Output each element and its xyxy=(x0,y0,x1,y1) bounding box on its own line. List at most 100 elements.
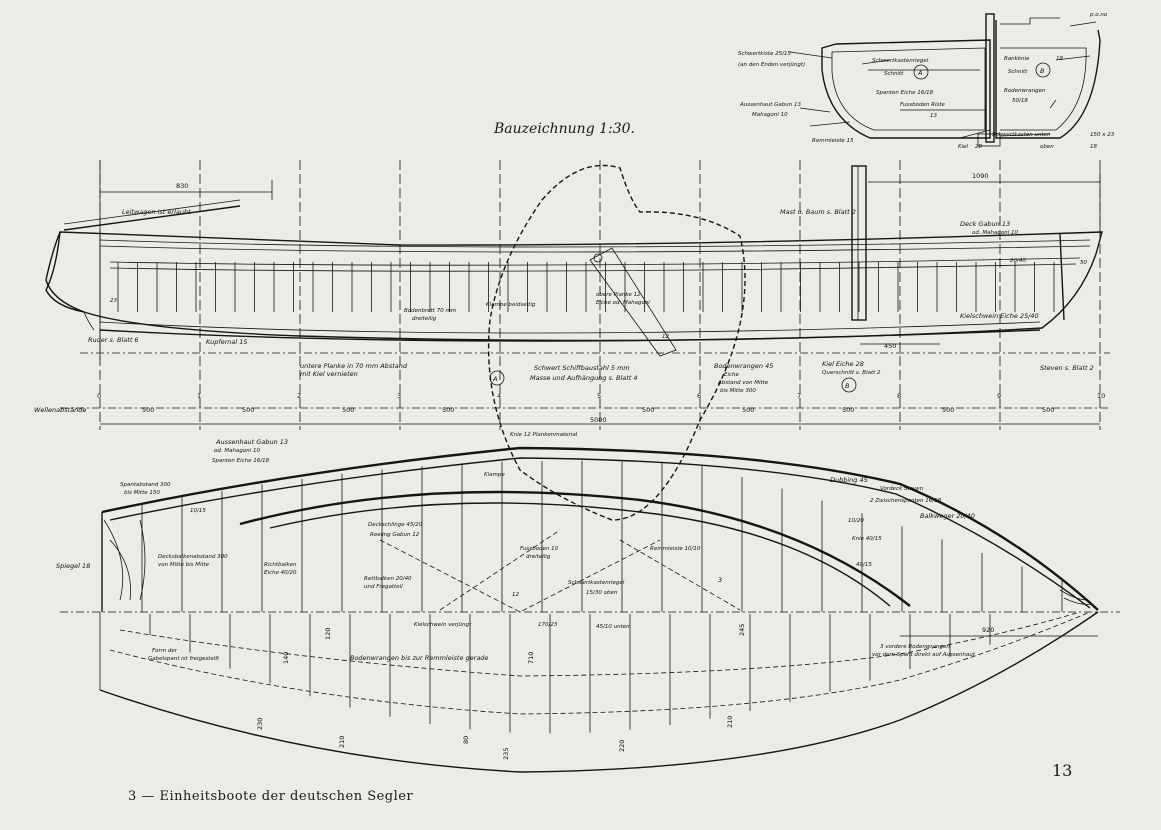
profile-small-50: 50 xyxy=(1080,260,1087,266)
plan-spanten: Spanten Eiche 16/18 xyxy=(212,458,270,464)
profile-view: 830 1090 A B xyxy=(45,160,1110,521)
plan-rettbalken: Rettbalken 20/40 xyxy=(364,576,412,582)
plan-deckschlinge: Deckschlinge 45/20 xyxy=(368,522,423,528)
profile-kupfermal: Kupfernal 15 xyxy=(206,338,248,346)
station-spacing: 500 xyxy=(742,406,754,414)
section-schwertkastenriegel: Schwertkastenriegel xyxy=(872,58,929,64)
section-kiel: Kiel xyxy=(958,144,969,150)
profile-deck-dim: 20/40 xyxy=(1010,258,1026,264)
plan-v-10-15: 10/15 xyxy=(190,508,206,514)
profile-marker-a: A xyxy=(492,375,497,383)
plan-fussboden2: dreiteilig xyxy=(526,554,551,560)
station-number: 10 xyxy=(1097,392,1105,400)
section-kiel-val: 28 xyxy=(975,144,982,150)
section-fussboden-val: 13 xyxy=(930,113,937,119)
station-number: 1 xyxy=(197,392,201,400)
plan-kielschwein: Kielschwein verjüngt xyxy=(414,622,472,628)
section-schwertkasten-unten: Schwertkasten unten xyxy=(992,132,1051,138)
plan-balkweger: Balkweger 20/40 xyxy=(920,512,975,520)
plan-depth: 235 xyxy=(502,748,510,760)
station-spacing: 500 xyxy=(442,406,454,414)
profile-deck-alt: od. Mahagoni 10 xyxy=(972,230,1018,236)
plan-rettbalken2: und Fregatteil xyxy=(364,584,403,590)
plan-decksbalken2: von Mitte bis Mitte xyxy=(158,562,210,568)
plan-richtbalken2: Eiche 40/20 xyxy=(264,570,297,576)
plan-knie2: Knie 40/15 xyxy=(852,536,882,542)
profile-mast: Mast u. Baum s. Blatt 2 xyxy=(780,208,856,216)
plan-frames xyxy=(141,460,1063,734)
station-spacing: 500 xyxy=(642,406,654,414)
profile-small-12: 12 xyxy=(662,334,669,340)
dim-bow: 920 xyxy=(982,626,994,634)
section-marker-b: B xyxy=(1040,67,1045,75)
plan-v-170-23: 170/23 xyxy=(538,622,558,628)
station-number: 3 xyxy=(397,392,401,400)
section-bankknie: Bankknie xyxy=(1004,56,1030,62)
section-fussboden: Fussboden Riste xyxy=(900,102,945,108)
plan-vordeck: Vordeck Steven xyxy=(880,486,924,492)
section-bankknie-val: 18 xyxy=(1056,56,1063,62)
plan-view: 920 Aussenhaut Gabun 13 od. Mahagoni 10 … xyxy=(56,432,1120,773)
profile-marker-b: B xyxy=(845,382,850,390)
profile-klampe: Klampe beidseitig xyxy=(486,302,536,308)
dim-fore-overhang: 830 xyxy=(176,182,188,190)
section-mahagoni: Mahagoni 10 xyxy=(752,112,788,118)
profile-leitwagen: Leitwagen ist erlaubt xyxy=(122,208,191,216)
station-number: 2 xyxy=(297,392,301,400)
plan-form-gabel: Form der xyxy=(152,648,178,654)
plan-spantabstand2: bis Mitte 150 xyxy=(124,490,160,496)
section-top-note: p.o.no xyxy=(1089,12,1108,18)
plan-depth: 210 xyxy=(338,736,346,748)
plan-v-45-10: 45/10 unten xyxy=(596,624,630,630)
section-schwertkiste: Schwertkiste 25/15 xyxy=(738,51,792,57)
profile-boden-note: Bodenbrett 70 mm xyxy=(404,308,456,314)
profile-bodenwrangen4: bis Mitte 300 xyxy=(720,388,756,394)
plan-bodenwrangen: Bodenwrangen bis zur Remmleiste gerade xyxy=(350,654,488,662)
profile-plank-note2: mit Kiel vernieten xyxy=(300,370,358,378)
plan-knie: Knie 12 Plankenmaterial xyxy=(510,432,578,438)
plan-decksbalken: Decksbalkenabstand 300 xyxy=(158,554,228,560)
profile-deck: Deck Gabun 13 xyxy=(960,220,1010,228)
plan-depth: 230 xyxy=(256,718,264,730)
profile-plank-note: untere Planke in 70 mm Abstand xyxy=(300,362,408,370)
profile-bodenwrangen2: Eiche xyxy=(724,372,740,378)
station-number: 0 xyxy=(97,392,101,400)
section-oben: oben xyxy=(1040,144,1054,150)
plan-v-40-15: 40/15 xyxy=(856,562,872,568)
section-view: p.o.no Schwertkiste 25/15 (an den Enden … xyxy=(738,12,1115,150)
profile-small-23: 23 xyxy=(110,298,117,304)
section-schwertkasten-val: 150 x 23 xyxy=(1090,132,1115,138)
profile-bodenwrangen3: Abstand von Mitte xyxy=(717,380,769,386)
plan-depth: 120 xyxy=(324,628,332,640)
plan-schwertkastenriegel: Schwertkastenriegel xyxy=(568,580,625,586)
plan-reeling: Reeling Gabun 12 xyxy=(370,532,420,538)
station-spacing: 500 xyxy=(242,406,254,414)
profile-boden-note2: dreiteilig xyxy=(412,316,437,322)
section-aussenhaut: Aussenhaut Gabun 13 xyxy=(739,102,801,108)
section-oben-val: 18 xyxy=(1090,144,1097,150)
section-schwertkiste-note: (an den Enden verjüngt) xyxy=(738,62,805,68)
plan-spantabstand: Spantabstand 300 xyxy=(120,482,171,488)
plan-form-gabel2: Gabelspant ist freigestellt xyxy=(148,656,220,662)
plan-richtbalken: Richtbalken xyxy=(264,562,297,568)
profile-steven: Steven s. Blatt 2 xyxy=(1040,364,1094,372)
section-remmleiste: Remmleiste 15 xyxy=(812,138,854,144)
section-schnitt-a: Schnitt xyxy=(884,71,904,77)
plan-depth: 140 xyxy=(282,652,290,664)
station-spacing: 500 xyxy=(842,406,854,414)
station-number: 6 xyxy=(697,392,701,400)
plan-spiegel: Spiegel 18 xyxy=(56,562,90,570)
profile-kielschwein: Kielschwein Eiche 25/40 xyxy=(960,312,1039,320)
profile-obere-planke: obere Planke 12 xyxy=(596,292,641,298)
footer-caption: 3 — Einheitsboote der deutschen Segler xyxy=(128,789,413,804)
station-spacing: 500 xyxy=(142,406,154,414)
plan-schwertkastenriegel2: 15/30 oben xyxy=(586,590,618,596)
station-number: 8 xyxy=(897,392,901,400)
plan-dubbing: Dubbing 45 xyxy=(830,476,868,484)
page-number: 13 xyxy=(1052,761,1072,780)
profile-schwert2: Masse und Aufhängung s. Blatt 4 xyxy=(530,374,638,382)
plan-n3: 3 xyxy=(718,576,722,584)
